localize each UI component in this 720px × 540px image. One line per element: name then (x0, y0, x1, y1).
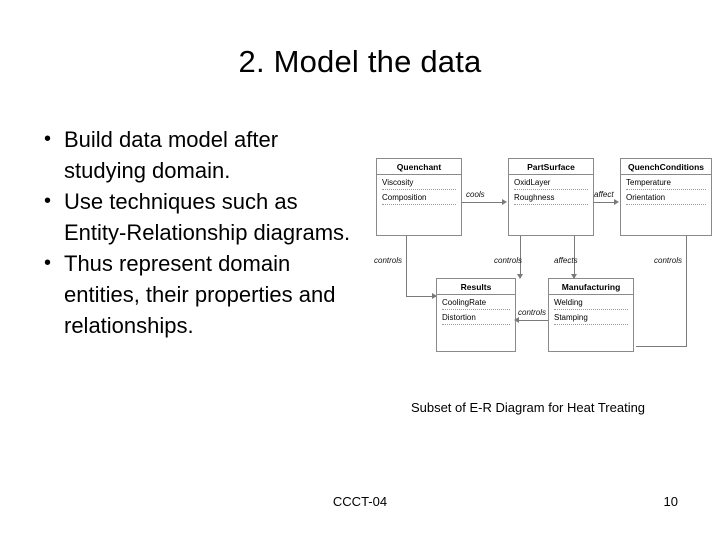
entity-attribute: Distortion (437, 310, 515, 325)
list-item-text: Thus represent domain entities, their pr… (64, 251, 336, 338)
list-item: • Build data model after studying domain… (36, 124, 366, 186)
relationship-label: affects (554, 256, 578, 265)
attribute-rule (626, 189, 706, 190)
list-item: • Thus represent domain entities, their … (36, 248, 366, 341)
bullet-list: • Build data model after studying domain… (36, 124, 366, 341)
relationship-label: controls (518, 308, 547, 317)
arrow-icon (614, 199, 619, 205)
connector-line (406, 236, 407, 296)
attribute-rule (554, 324, 628, 325)
connector-line (686, 236, 687, 346)
footer-conference: CCCT-04 (332, 494, 388, 509)
entity-manufacturing: Manufacturing Welding Stamping (548, 278, 634, 352)
connector-line (462, 202, 503, 203)
entity-attribute: CoolingRate (437, 295, 515, 310)
list-item-text: Build data model after studying domain. (64, 127, 279, 183)
entity-attribute-label: Composition (382, 193, 427, 202)
entity-attribute: Stamping (549, 310, 633, 325)
attribute-rule (554, 309, 628, 310)
bullet-marker: • (44, 128, 52, 150)
entity-attribute-label: Stamping (554, 313, 588, 322)
attribute-rule (626, 204, 706, 205)
bullet-marker: • (44, 252, 52, 274)
attribute-rule (514, 189, 588, 190)
entity-attribute: Welding (549, 295, 633, 310)
relationship-label: affect (594, 190, 614, 199)
entity-attribute: Roughness (509, 190, 593, 205)
slide-number: 10 (663, 494, 678, 509)
entity-attribute: Viscosity (377, 175, 461, 190)
arrow-icon (571, 274, 577, 279)
list-item-text: Use techniques such as Entity-Relationsh… (64, 189, 351, 245)
entity-attribute-label: Orientation (626, 193, 666, 202)
entity-attribute: Orientation (621, 190, 711, 205)
list-item: • Use techniques such as Entity-Relation… (36, 186, 366, 248)
entity-quenchant: Quenchant Viscosity Composition (376, 158, 462, 236)
entity-attribute: OxidLayer (509, 175, 593, 190)
entity-title: QuenchConditions (621, 159, 711, 175)
entity-attribute-label: CoolingRate (442, 298, 487, 307)
entity-title: PartSurface (509, 159, 593, 175)
entity-results: Results CoolingRate Distortion (436, 278, 516, 352)
connector-line (520, 236, 521, 278)
entity-title: Manufacturing (549, 279, 633, 295)
relationship-label: controls (374, 256, 403, 265)
entity-attribute-label: OxidLayer (514, 178, 551, 187)
relationship-label: controls (654, 256, 683, 265)
attribute-rule (382, 189, 456, 190)
arrow-icon (502, 199, 507, 205)
entity-attribute-label: Temperature (626, 178, 671, 187)
er-diagram: Quenchant Viscosity Composition PartSurf… (368, 150, 712, 380)
connector-line (574, 236, 575, 278)
attribute-rule (382, 204, 456, 205)
entity-attribute: Composition (377, 190, 461, 205)
entity-attribute-label: Viscosity (382, 178, 414, 187)
attribute-rule (514, 204, 588, 205)
entity-partsurface: PartSurface OxidLayer Roughness (508, 158, 594, 236)
connector-line (406, 296, 436, 297)
bullet-marker: • (44, 190, 52, 212)
entity-quenchconditions: QuenchConditions Temperature Orientation (620, 158, 712, 236)
entity-attribute-label: Roughness (514, 193, 555, 202)
arrow-icon (432, 293, 437, 299)
attribute-rule (442, 309, 510, 310)
entity-attribute-label: Welding (554, 298, 583, 307)
entity-title: Quenchant (377, 159, 461, 175)
relationship-label: controls (494, 256, 523, 265)
arrow-icon (514, 317, 519, 323)
attribute-rule (442, 324, 510, 325)
page-title: 2. Model the data (238, 44, 482, 79)
diagram-caption: Subset of E-R Diagram for Heat Treating (410, 400, 646, 415)
entity-attribute: Temperature (621, 175, 711, 190)
entity-attribute-label: Distortion (442, 313, 476, 322)
entity-title: Results (437, 279, 515, 295)
arrow-icon (517, 274, 523, 279)
connector-line (594, 202, 615, 203)
relationship-label: cools (466, 190, 485, 199)
connector-line (518, 320, 548, 321)
connector-line (636, 346, 687, 347)
